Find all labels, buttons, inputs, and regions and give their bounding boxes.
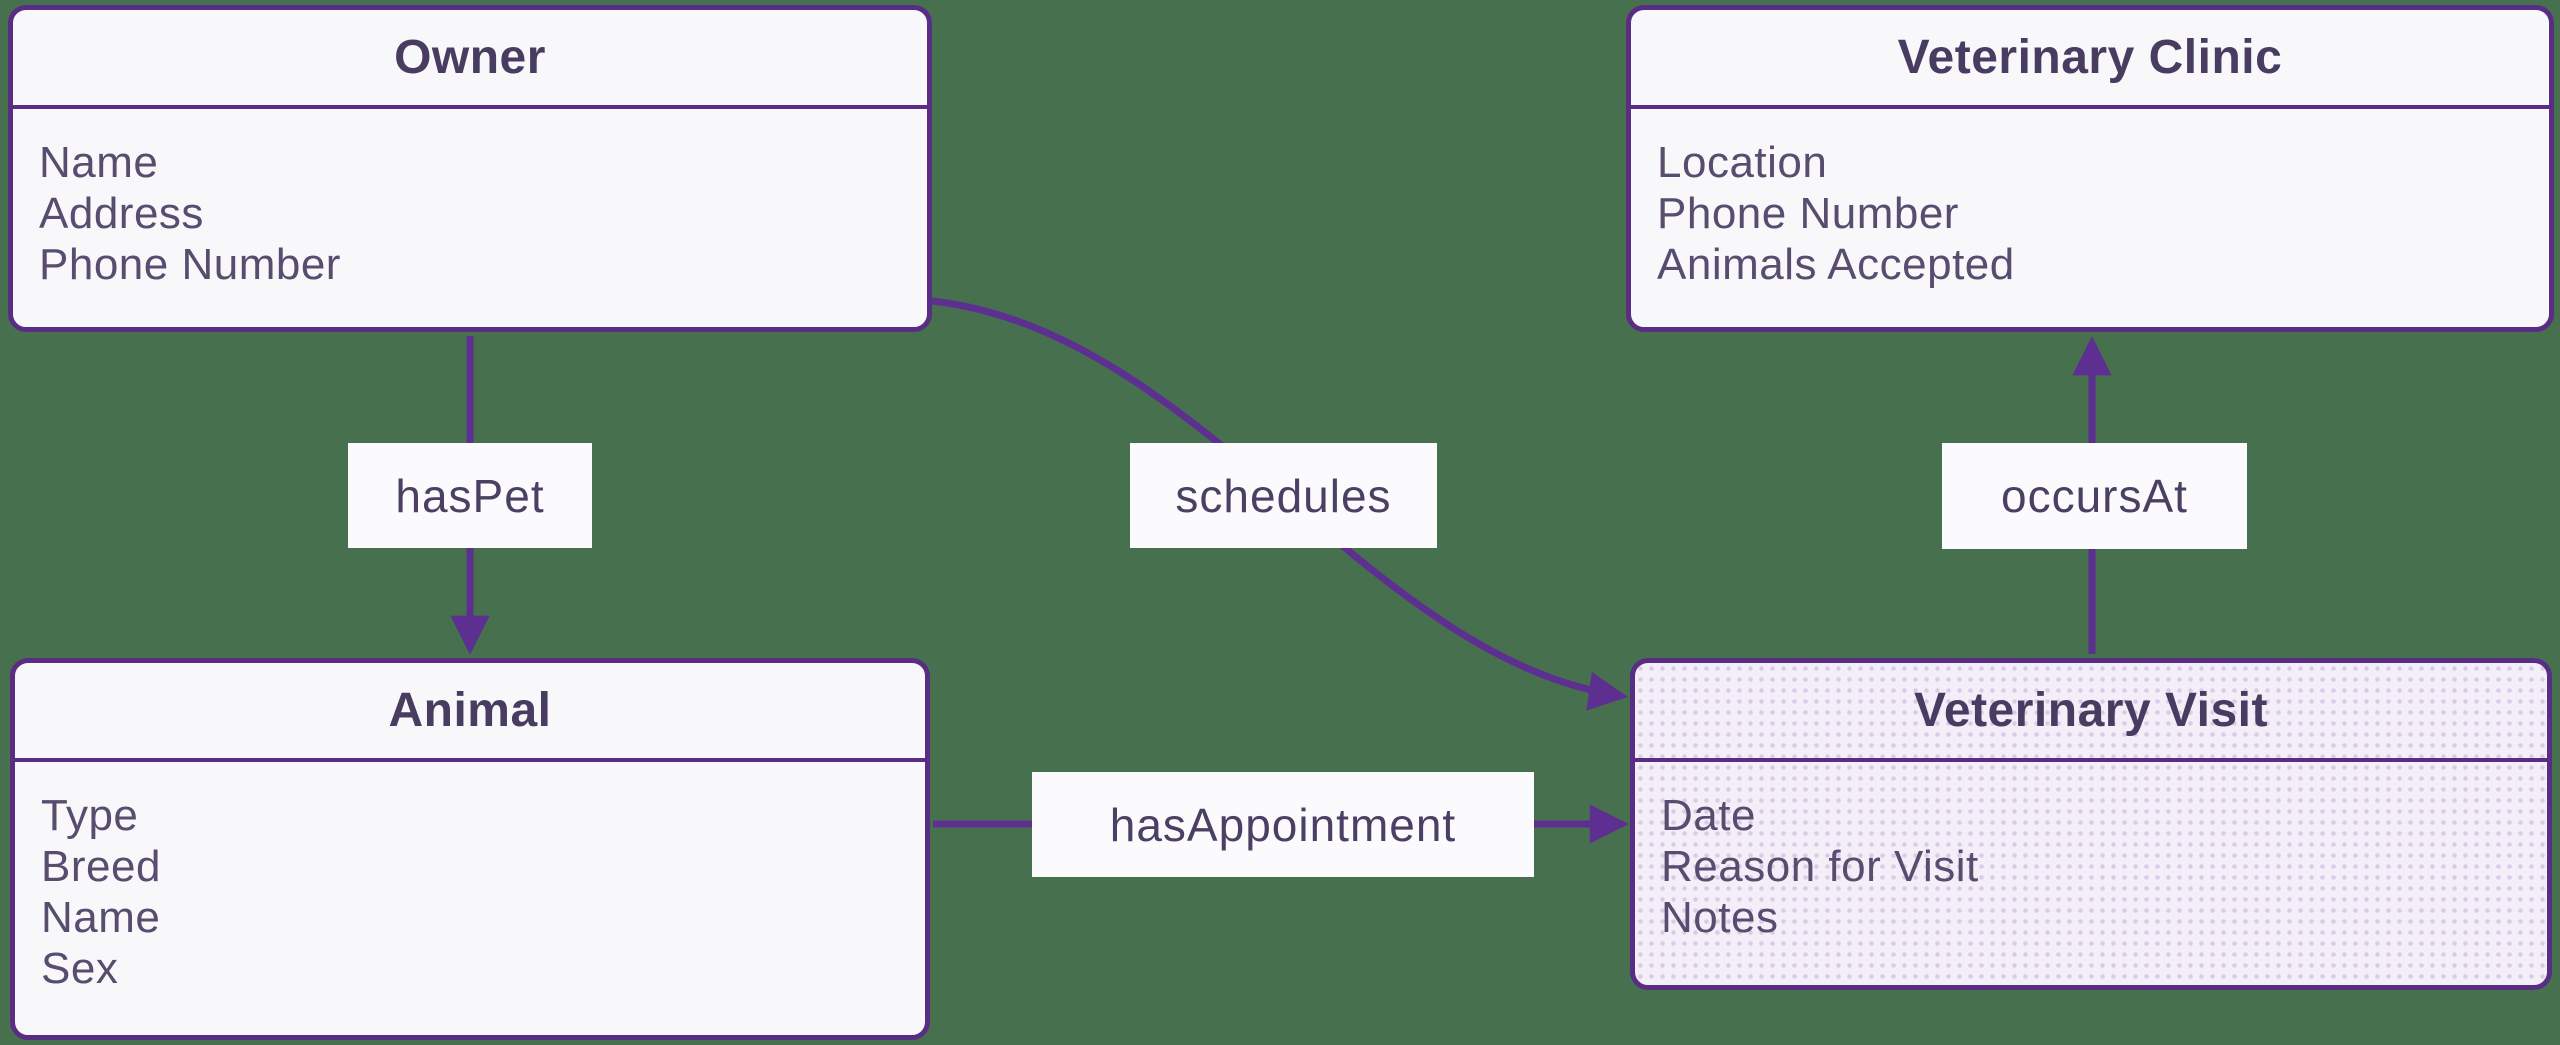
attribute-row: Notes [1661,893,1779,942]
attribute-row: Type [41,791,139,840]
attribute-row: Location [1657,138,1828,187]
entity-animal-title: Animal [15,663,925,762]
relationship-label-schedules[interactable]: schedules [1130,443,1437,548]
attribute-row: Animals Accepted [1657,240,2015,289]
entity-animal[interactable]: Animal Type Breed Name Sex [10,658,930,1040]
attribute-row: Date [1661,791,1756,840]
attribute-row: Breed [41,842,161,891]
attribute-row: Name [39,138,159,187]
entity-veterinary-visit-title: Veterinary Visit [1635,663,2547,762]
entity-owner[interactable]: Owner Name Address Phone Number [8,5,932,332]
attribute-row: Sex [41,944,119,993]
attribute-row: Name [41,893,161,942]
attribute-row: Reason for Visit [1661,842,1979,891]
entity-owner-attributes: Name Address Phone Number [13,109,927,290]
entity-owner-title: Owner [13,10,927,109]
attribute-row: Phone Number [39,240,341,289]
entity-veterinary-clinic-title: Veterinary Clinic [1631,10,2549,109]
entity-veterinary-visit-attributes: Date Reason for Visit Notes [1635,762,2547,943]
entity-animal-attributes: Type Breed Name Sex [15,762,925,994]
relationship-label-haspet[interactable]: hasPet [348,443,592,548]
relationship-label-hasappointment[interactable]: hasAppointment [1032,772,1534,877]
entity-veterinary-clinic-attributes: Location Phone Number Animals Accepted [1631,109,2549,290]
entity-veterinary-clinic[interactable]: Veterinary Clinic Location Phone Number … [1626,5,2554,332]
relationship-label-occursat[interactable]: occursAt [1942,443,2247,549]
attribute-row: Phone Number [1657,189,1959,238]
attribute-row: Address [39,189,204,238]
entity-veterinary-visit[interactable]: Veterinary Visit Date Reason for Visit N… [1630,658,2552,990]
